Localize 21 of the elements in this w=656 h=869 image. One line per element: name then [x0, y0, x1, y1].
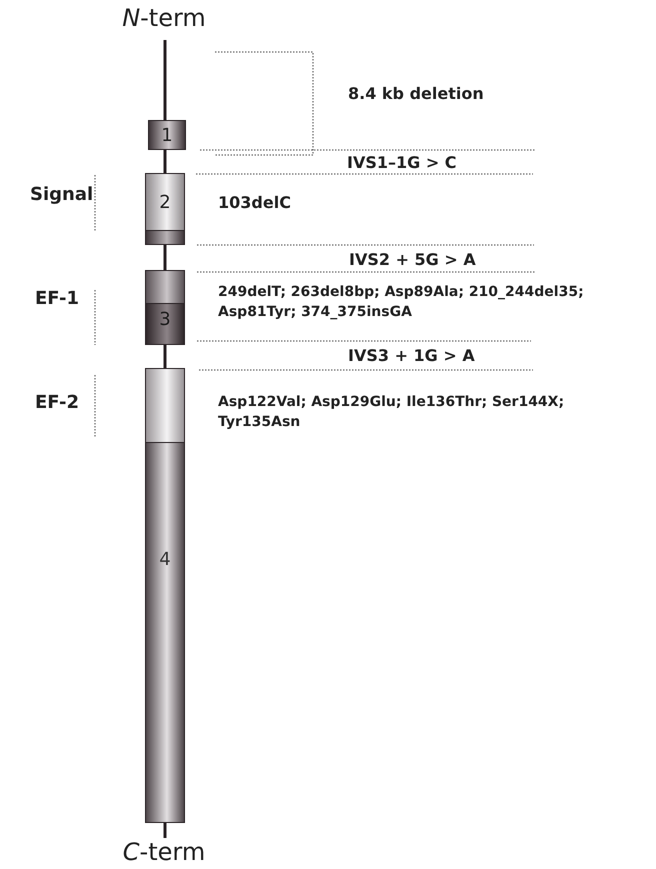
terminus-label: N-term — [104, 4, 224, 40]
exon-box: 4 — [145, 368, 185, 823]
terminus-label: C-term — [104, 838, 224, 868]
backbone-line — [164, 40, 166, 120]
domain-label: EF-2 — [35, 392, 80, 413]
mutation-label: 249delT; 263del8bp; Asp89Ala; 210_244del35; Asp81Tyr; 374_375insGA — [218, 283, 585, 322]
domain-label: EF-1 — [35, 288, 80, 309]
mutation-label: IVS1–1G > C — [347, 153, 457, 173]
mutation-label: IVS2 + 5G > A — [349, 250, 476, 270]
backbone-line — [164, 245, 166, 270]
backbone-line — [164, 150, 166, 173]
domain-label: Signal — [30, 184, 94, 205]
mutation-label: 103delC — [218, 193, 291, 213]
mutation-label: Asp122Val; Asp129Glu; Ile136Thr; Ser144X; Tyr135Asn — [218, 393, 566, 432]
exon-box: 1 — [148, 120, 186, 150]
backbone-line — [164, 345, 166, 368]
mutation-label: 8.4 kb deletion — [348, 84, 484, 104]
exon-box: 2 — [145, 173, 185, 245]
mutation-label: IVS3 + 1G > A — [348, 346, 475, 366]
backbone-line — [164, 823, 166, 838]
exon-box: 3 — [145, 270, 185, 345]
